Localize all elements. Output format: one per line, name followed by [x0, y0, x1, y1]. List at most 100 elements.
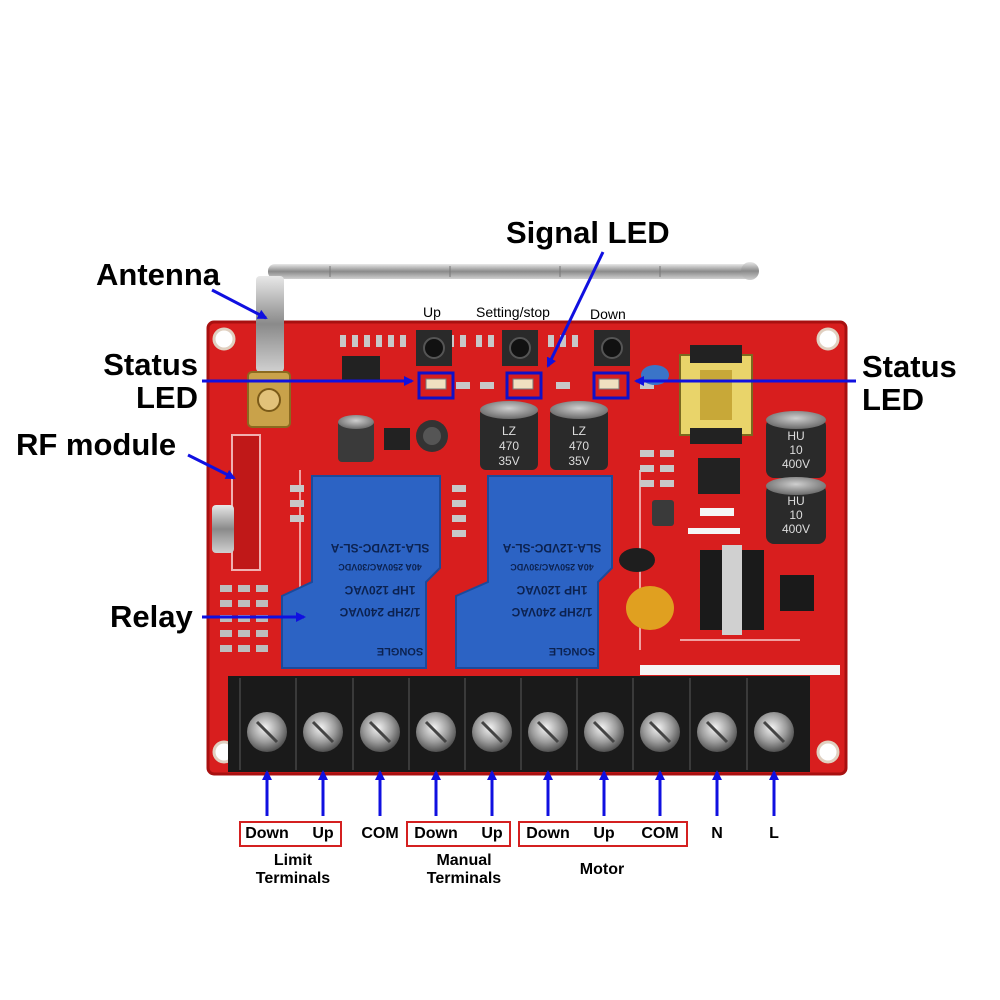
status-led-right-line1: Status	[862, 349, 957, 384]
cap-label: 470	[569, 439, 589, 453]
led-status-right	[598, 378, 620, 390]
screw-slot	[255, 720, 279, 744]
bridge-rectifier	[780, 575, 814, 611]
inductor	[416, 420, 448, 452]
limit-terminals-line1: Limit	[273, 852, 313, 869]
antenna-joint	[256, 276, 284, 372]
signal-led-arrow	[546, 251, 605, 368]
screw-slot	[368, 720, 392, 744]
relay-label: Relay	[110, 599, 193, 634]
cap-label: 35V	[498, 454, 519, 468]
led-status-left	[425, 378, 447, 390]
small-capacitor	[338, 415, 374, 462]
x-capacitor	[626, 586, 674, 630]
capacitor-470uf-2: LZ 470 35V	[550, 401, 608, 470]
relay-1: 1/2HP 240VAC 1HP 120VAC 40A 250VAC/30VDC…	[281, 475, 441, 669]
manual-terminals-line2: Terminals	[426, 870, 502, 887]
manual-terminals-line1: Manual	[436, 852, 492, 869]
terminal-divider	[464, 678, 466, 770]
crystal	[212, 505, 234, 553]
transformer	[679, 345, 753, 444]
smd-transistor	[384, 428, 410, 450]
relay-text: 40A 250VAC/30VDC	[338, 562, 422, 572]
white-pad	[640, 665, 840, 675]
screw-slot	[311, 720, 335, 744]
terminal-divider	[632, 678, 634, 770]
mount-hole	[212, 327, 236, 351]
status-led-right-highlight	[592, 371, 630, 400]
screw-slot	[648, 720, 672, 744]
white-pad	[688, 528, 740, 534]
status-led-left-line1: Status	[103, 347, 198, 382]
screw-slot	[762, 720, 786, 744]
terminal-label: Up	[593, 825, 615, 842]
small-capacitor	[652, 500, 674, 526]
mount-hole	[816, 327, 840, 351]
cap-label: LZ	[502, 424, 516, 438]
ic-chip	[698, 458, 740, 494]
terminal-label: Down	[414, 825, 458, 842]
relay-text: SONGLE	[377, 645, 423, 657]
antenna-rod	[268, 264, 753, 279]
terminal-label: Up	[312, 825, 334, 842]
screw-slot	[592, 720, 616, 744]
terminal-label: Down	[526, 825, 570, 842]
down-button[interactable]	[594, 330, 630, 366]
terminal-label: Down	[245, 825, 289, 842]
manual-terminals-group-label: Manual Terminals	[414, 852, 514, 888]
terminal-divider	[746, 678, 748, 770]
cap-label: HU	[787, 429, 804, 443]
up-button[interactable]	[416, 330, 452, 366]
terminal-arrows	[262, 770, 779, 816]
terminal-divider	[295, 678, 297, 770]
screw-slot	[424, 720, 448, 744]
cap-label: HU	[787, 494, 804, 508]
terminal-label: COM	[361, 825, 399, 842]
motor-terminals-box	[518, 821, 688, 847]
mount-hole	[816, 740, 840, 764]
manual-terminals-box	[406, 821, 511, 847]
cap-label: 10	[789, 508, 803, 522]
terminal-divider	[239, 678, 241, 770]
antenna-arrow	[211, 288, 268, 320]
limit-terminals-box	[239, 821, 342, 847]
cap-label: 470	[499, 439, 519, 453]
terminal-divider	[576, 678, 578, 770]
ic-chip	[342, 356, 380, 382]
limit-terminals-line2: Terminals	[255, 870, 331, 887]
terminal-screws	[239, 678, 794, 770]
screw-slot	[480, 720, 504, 744]
cap-label: 35V	[568, 454, 589, 468]
status-led-right-label: Status LED	[862, 350, 957, 416]
smd-pads	[290, 450, 674, 537]
rf-module	[231, 434, 261, 571]
relay-text: 1HP 120VAC	[344, 583, 415, 597]
status-led-left-label: Status LED	[96, 348, 198, 414]
status-led-right-line2: LED	[862, 382, 924, 417]
relay-text: 1/2HP 240VAC	[339, 605, 420, 619]
capacitor-470uf-1: LZ 470 35V	[480, 401, 538, 470]
antenna-label: Antenna	[96, 257, 220, 292]
relay-text: 1/2HP 240VAC	[511, 605, 592, 619]
led-signal	[512, 378, 534, 390]
screw-slot	[705, 720, 729, 744]
capacitor-hv-2: HU 10 400V	[766, 477, 826, 544]
status-led-left-line2: LED	[136, 380, 198, 415]
terminal-label: Up	[481, 825, 503, 842]
rf-module-arrow	[187, 453, 236, 480]
up-button-label: Up	[423, 304, 441, 320]
screw-slot	[536, 720, 560, 744]
relay-text: 40A 250VAC/30VDC	[510, 562, 594, 572]
pcb-board-shade	[206, 320, 848, 776]
terminal-label: N	[711, 825, 723, 842]
limit-terminals-group-label: Limit Terminals	[245, 852, 341, 888]
terminal-divider	[689, 678, 691, 770]
terminal-divider	[408, 678, 410, 770]
motor-group-label: Motor	[579, 861, 625, 878]
terminal-divider	[520, 678, 522, 770]
cap-label: 10	[789, 443, 803, 457]
rf-module-label: RF module	[16, 427, 177, 462]
signal-led-highlight	[505, 371, 543, 400]
setting-stop-button[interactable]	[502, 330, 538, 366]
